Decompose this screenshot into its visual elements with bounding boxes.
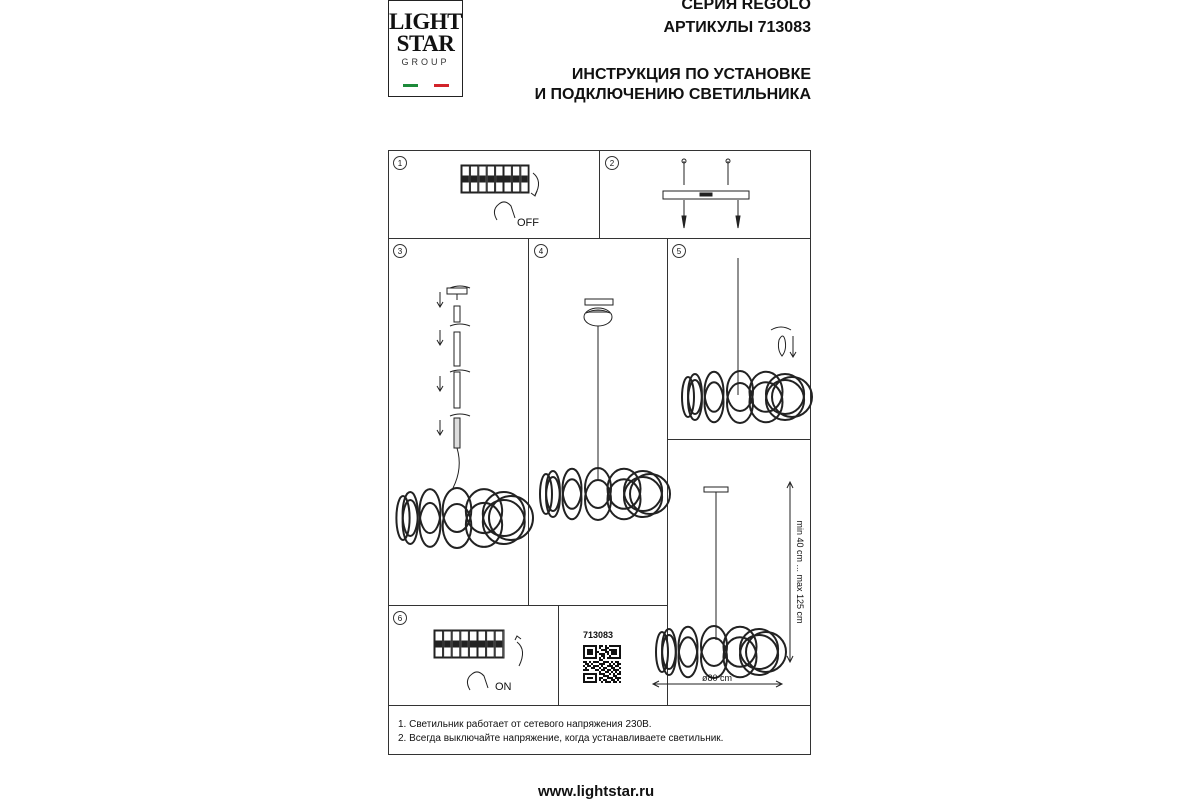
logo-line-1: LIGHT <box>389 9 462 34</box>
brand-logo: LIGHT STAR GROUP <box>388 0 463 97</box>
note-1: 1. Светильник работает от сетевого напря… <box>398 719 652 730</box>
step-3-number: 3 <box>393 244 407 258</box>
flag-stripe-red <box>433 84 449 87</box>
logo-line-2: STAR <box>396 31 455 56</box>
logo-line-3: GROUP <box>401 57 450 67</box>
qr-article-label: 713083 <box>583 630 614 640</box>
off-label: OFF <box>517 217 539 229</box>
instruction-title-1: ИНСТРУКЦИЯ ПО УСТАНОВКЕ <box>571 66 811 83</box>
step-5-number: 5 <box>672 244 686 258</box>
diameter-label: ø80 cm <box>702 673 733 683</box>
instruction-title-2: И ПОДКЛЮЧЕНИЮ СВЕТИЛЬНИКА <box>534 86 811 103</box>
series-title: СЕРИЯ REGOLO <box>681 0 811 13</box>
on-label: ON <box>495 681 512 693</box>
qr-code-icon[interactable] <box>583 645 621 683</box>
website-link[interactable]: www.lightstar.ru <box>538 783 655 800</box>
note-2: 2. Всегда выключайте напряжение, когда у… <box>398 733 724 744</box>
article-number: АРТИКУЛЫ 713083 <box>663 19 811 36</box>
step-2-number: 2 <box>605 156 619 170</box>
flag-stripe-green <box>403 84 419 87</box>
step-4-number: 4 <box>534 244 548 258</box>
italian-flag-icon <box>403 84 449 87</box>
flag-stripe-white <box>418 84 434 87</box>
step-1-number: 1 <box>393 156 407 170</box>
step-6-number: 6 <box>393 611 407 625</box>
notes-panel <box>388 705 811 755</box>
